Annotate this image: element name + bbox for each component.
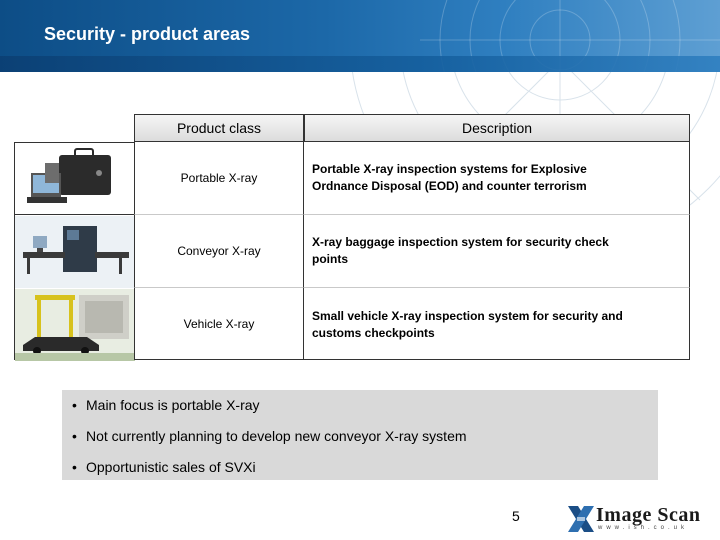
image-scan-logo: Image Scan www.ish.co.uk [564, 500, 714, 536]
product-class-cell: Vehicle X-ray [134, 288, 304, 360]
key-points-box: •Main focus is portable X-ray •Not curre… [62, 390, 658, 480]
description-line: Ordnance Disposal (EOD) and counter terr… [312, 179, 587, 193]
header-banner: Security - product areas [0, 0, 720, 72]
description-cell: Small vehicle X-ray inspection system fo… [304, 288, 690, 360]
page-number: 5 [512, 508, 520, 524]
description-line: Small vehicle X-ray inspection system fo… [312, 309, 623, 323]
bullet-dot-icon: • [72, 428, 77, 444]
bullet-item: •Opportunistic sales of SVXi [72, 458, 658, 489]
header-stripe [0, 56, 720, 72]
description-cell: Portable X-ray inspection systems for Ex… [304, 142, 690, 215]
x-logo-icon [568, 506, 594, 532]
header-rings-decoration [420, 0, 720, 72]
portable-xray-image [15, 143, 135, 215]
description-line: customs checkpoints [312, 326, 435, 340]
vehicle-xray-image [15, 289, 135, 361]
description-cell: X-ray baggage inspection system for secu… [304, 215, 690, 288]
column-header-product-class: Product class [134, 114, 304, 142]
bullet-list: •Main focus is portable X-ray •Not curre… [62, 390, 658, 489]
column-header-description: Description [304, 114, 690, 142]
product-table: Product class Description [14, 114, 690, 361]
product-images-column [14, 142, 135, 361]
conveyor-xray-image [15, 216, 135, 288]
description-line: X-ray baggage inspection system for secu… [312, 235, 609, 249]
logo-text: Image Scan [596, 504, 701, 526]
page-title: Security - product areas [44, 24, 251, 44]
logo-url: www.ish.co.uk [598, 525, 689, 531]
bullet-item: •Main focus is portable X-ray [72, 396, 658, 427]
product-class-cell: Portable X-ray [134, 142, 304, 215]
description-line: Portable X-ray inspection systems for Ex… [312, 162, 587, 176]
description-line: points [312, 252, 348, 266]
bullet-dot-icon: • [72, 397, 77, 413]
bullet-dot-icon: • [72, 459, 77, 475]
product-class-cell: Conveyor X-ray [134, 215, 304, 288]
bullet-item: •Not currently planning to develop new c… [72, 427, 658, 458]
